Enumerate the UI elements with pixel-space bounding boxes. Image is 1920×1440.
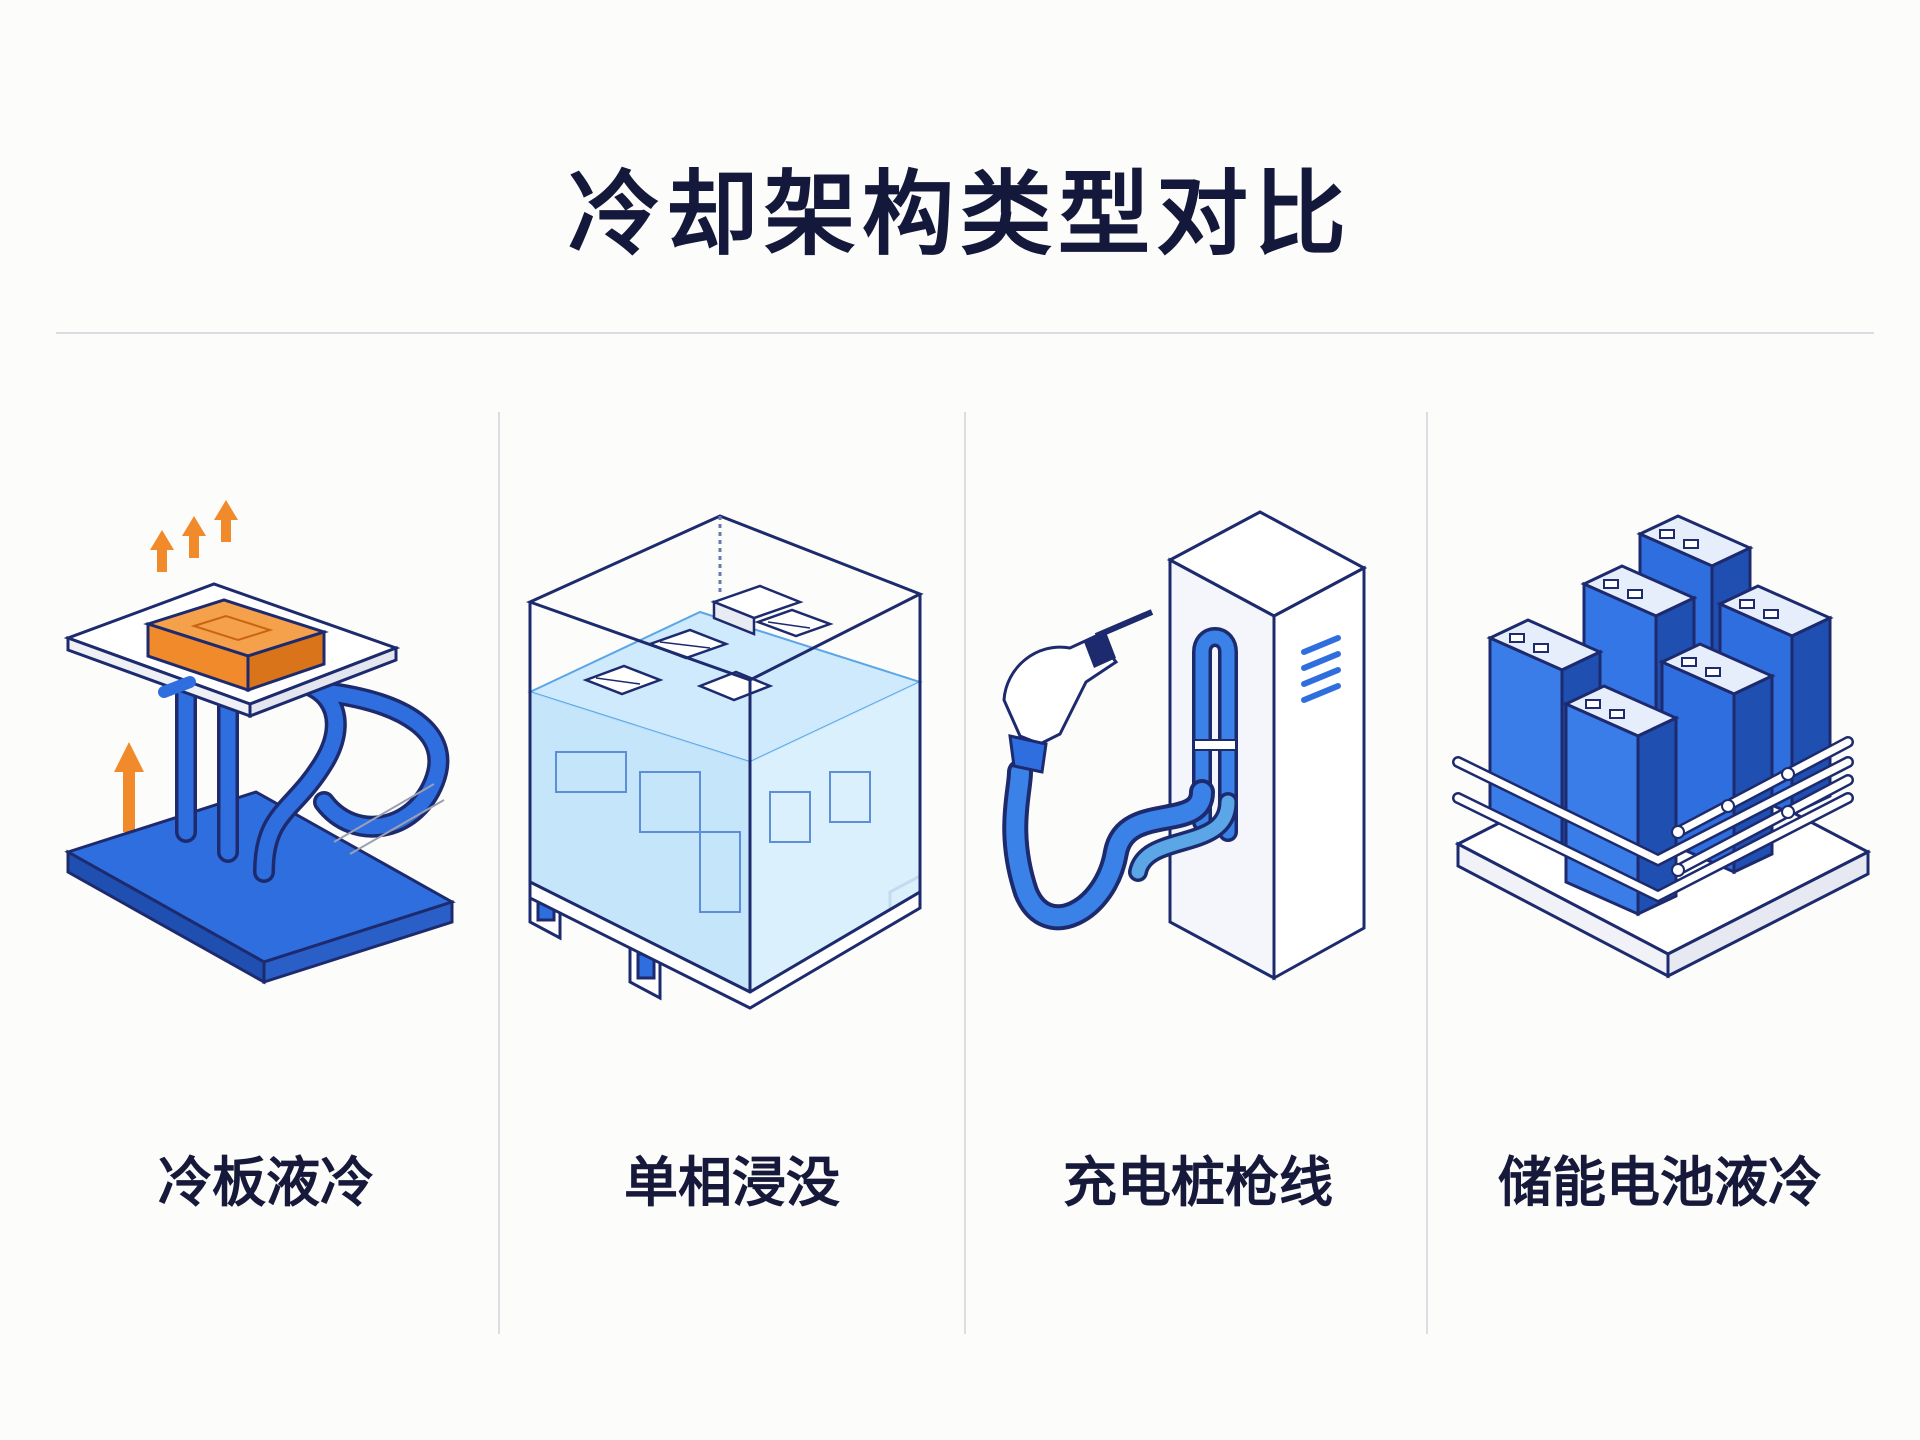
panel-label: 冷板液冷 — [158, 1151, 374, 1214]
page-title: 冷却架构类型对比 — [567, 161, 1352, 268]
panel-battery: 储能电池液冷 — [1428, 412, 1892, 1334]
battery-pack-icon — [1452, 514, 1872, 979]
cold-plate-icon — [63, 500, 456, 985]
panel-cold-plate: 冷板液冷 — [34, 412, 498, 1334]
panel-label: 充电桩枪线 — [1063, 1151, 1333, 1214]
panel-immersion: 单相浸没 — [500, 412, 964, 1334]
panel-charging: 充电桩枪线 — [966, 412, 1430, 1334]
panel-label: 储能电池液冷 — [1498, 1151, 1822, 1214]
panel-label: 单相浸没 — [624, 1151, 840, 1214]
column-divider — [964, 412, 966, 1334]
column-divider — [1426, 412, 1428, 1334]
title-divider — [56, 332, 1874, 334]
column-divider — [498, 412, 500, 1334]
immersion-tank-icon — [525, 514, 924, 1010]
charging-pile-icon — [1002, 510, 1368, 981]
